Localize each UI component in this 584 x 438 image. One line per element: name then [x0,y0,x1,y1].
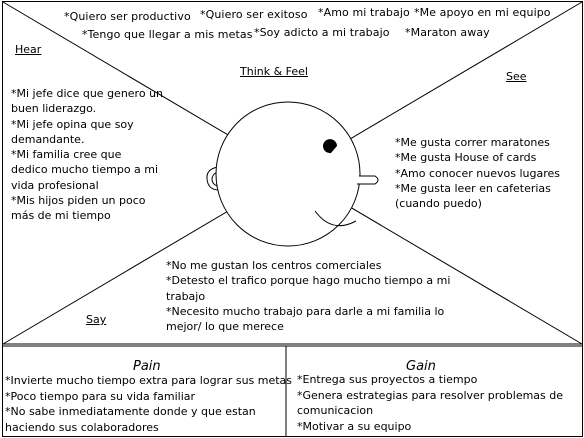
see-line: *Me gusta House of cards [395,151,537,165]
nose [357,175,379,185]
hear-line: demandante. [11,132,85,146]
say-line: *No me gustan los centros comerciales [166,259,382,272]
say-line: *Detesto el trafico porque hago mucho ti… [166,274,451,288]
say-line: *Necesito mucho trabajo para darle a mi … [166,304,445,318]
hear-line: *Mi jefe opina que soy [11,117,134,131]
think-feel-item: *Maraton away [405,26,490,39]
think-feel-item: *Soy adicto a mi trabajo [254,26,390,39]
think-feel-item: *Quiero ser exitoso [200,8,308,21]
gain-line: *Motivar a su equipo [297,419,412,433]
hear-line: vida profesional [11,178,99,192]
think-feel-item: *Tengo que llegar a mis metas [82,28,253,41]
see-line: (cuando puedo) [395,197,482,211]
think-feel-label: Think & Feel [240,65,308,78]
hear-line: buen liderazgo. [11,102,97,116]
gain-title: Gain [406,359,436,374]
see-notes: *Me gusta correr maratones *Me gusta Hou… [395,135,560,211]
face [215,101,361,247]
pain-line: *Poco tiempo para su vida familiar [5,389,196,403]
hear-line: *Mis hijos piden un poco [11,194,146,208]
think-feel-item: *Quiero ser productivo [64,10,191,23]
pain-line: *No sabe inmediatamente donde y que esta… [5,405,256,418]
hear-line: dedico mucho tiempo a mi [11,163,159,177]
eye [323,139,337,154]
gain-line: *Entrega sus proyectos a tiempo [297,373,478,386]
say-notes: *No me gustan los centros comerciales *D… [166,258,450,334]
gain-notes: *Entrega sus proyectos a tiempo *Genera … [297,372,563,434]
hear-label: Hear [15,43,42,56]
see-line: *Me gusta leer en cafeterias [395,181,551,195]
head-illustration [206,101,379,247]
hear-line: *Mi familia cree que [11,148,122,162]
hear-line: *Mi jefe dice que genero un [11,87,164,100]
say-line: mejor/ lo que merece [166,320,284,334]
pain-line: *Invierte mucho tiempo extra para lograr… [5,374,293,387]
pain-notes: *Invierte mucho tiempo extra para lograr… [5,373,292,435]
gain-line: comunicacion [297,404,374,417]
think-feel-item: *Amo mi trabajo [318,6,410,19]
see-line: *Amo conocer nuevos lugares [395,166,560,180]
pain-line: haciendo sus colaboradores [5,420,159,434]
say-line: trabajo [166,289,206,303]
pain-title: Pain [133,359,161,374]
think-feel-item: *Me apoyo en mi equipo [414,6,551,19]
see-label: See [506,70,527,83]
ear-inner [211,171,218,187]
mouth [314,210,357,227]
hear-notes: *Mi jefe dice que genero un buen lideraz… [11,86,163,224]
say-label: Say [86,313,107,326]
hear-line: más de mi tiempo [11,209,111,223]
gain-line: *Genera estrategias para resolver proble… [297,388,564,402]
see-line: *Me gusta correr maratones [395,136,550,149]
